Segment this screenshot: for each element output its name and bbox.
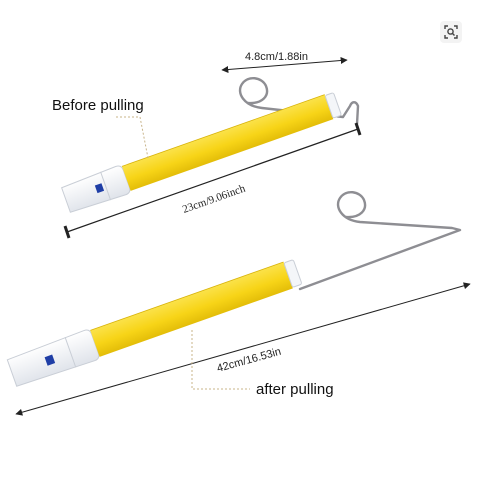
pointer-extended <box>6 259 302 387</box>
closed-length-label: 23cm/9.06inch <box>181 182 247 215</box>
after-pulling-label: after pulling <box>256 381 334 398</box>
blue-badge <box>94 183 105 194</box>
wire-width-dimension <box>221 57 348 73</box>
visual-search-button[interactable] <box>440 21 462 43</box>
after-guide-line <box>191 330 250 390</box>
before-pulling-label: Before pulling <box>52 97 144 114</box>
pointer-closed <box>61 92 342 213</box>
wire-hook-top <box>238 77 360 126</box>
wire-hook-bottom <box>298 191 462 291</box>
before-guide-line <box>116 116 149 159</box>
open-length-dimension <box>15 282 471 416</box>
visual-search-icon <box>444 25 458 39</box>
open-length-label: 42cm/16.53in <box>216 346 283 375</box>
closed-length-dimension <box>63 122 362 239</box>
wire-width-label: 4.8cm/1.88in <box>245 51 308 63</box>
